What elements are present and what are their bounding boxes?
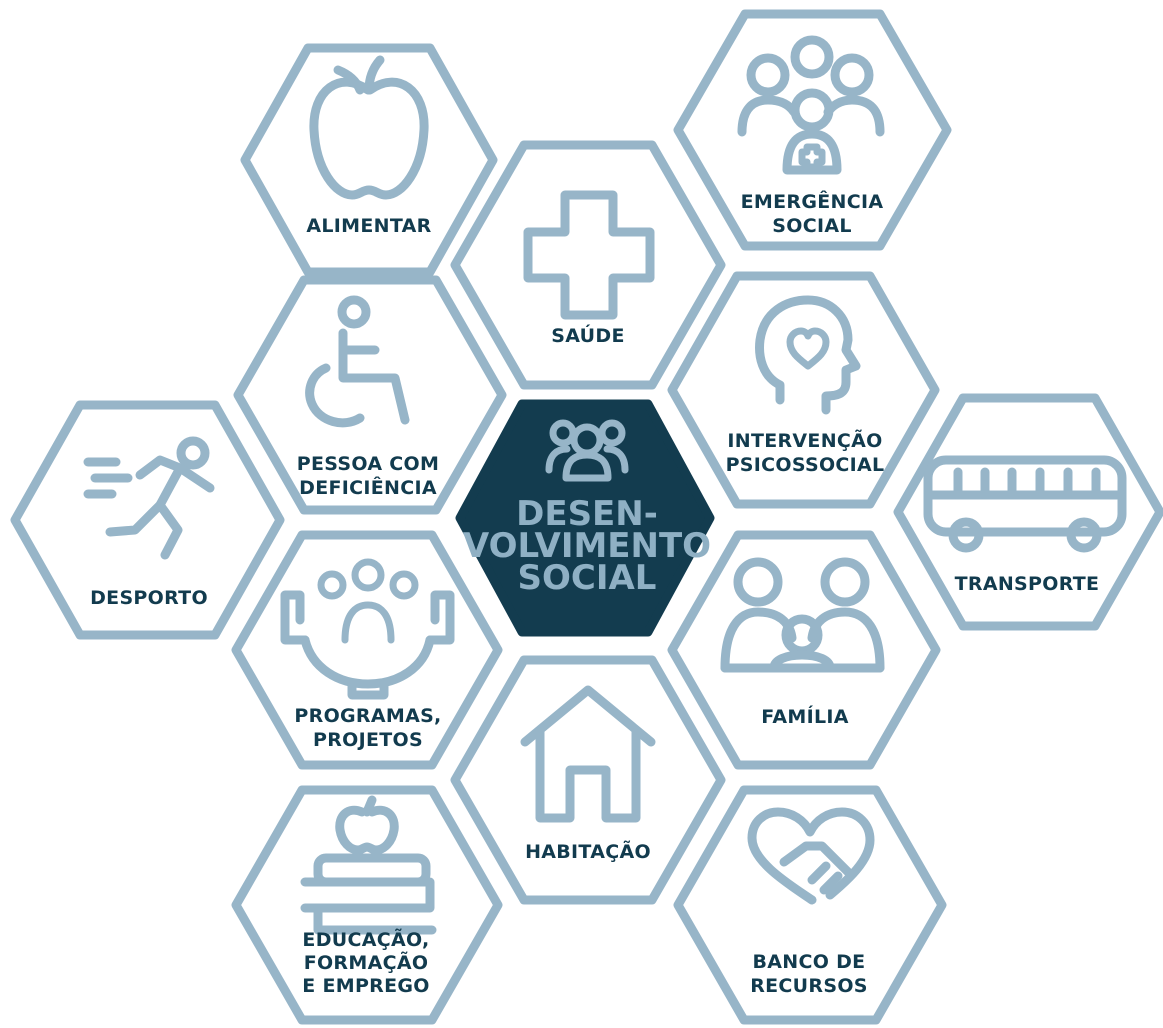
label-transporte: TRANSPORTE [955, 573, 1100, 595]
label-habitacao: HABITAÇÃO [525, 839, 651, 863]
hex-habitacao: HABITAÇÃO [450, 655, 726, 905]
hex-transporte: TRANSPORTE [893, 393, 1163, 631]
bus-icon [923, 455, 1127, 553]
house-icon [520, 685, 656, 823]
wheelchair-icon [305, 295, 410, 428]
hex-saude: SAÚDE [450, 140, 726, 390]
gear-people-icon [280, 558, 455, 700]
hex-alimentar: ALIMENTAR [240, 43, 498, 277]
hex-desporto: DESPORTO [10, 400, 285, 640]
books-apple-icon [300, 795, 437, 935]
label-alimentar: ALIMENTAR [306, 215, 431, 237]
people-medical-icon [737, 35, 885, 175]
apple-icon [309, 55, 429, 200]
head-heart-icon [755, 295, 861, 415]
hex-programas: PROGRAMAS,PROJETOS [231, 530, 503, 770]
hex-familia: FAMÍLIA [667, 530, 941, 770]
label-desporto: DESPORTO [90, 587, 208, 609]
runner-icon [83, 436, 215, 560]
group-icon [545, 419, 629, 482]
family-icon [720, 557, 885, 673]
label-programas: PROGRAMAS,PROJETOS [294, 705, 441, 751]
heart-handshake-icon [747, 807, 875, 905]
plus-cross-icon [523, 190, 655, 320]
label-familia: FAMÍLIA [761, 705, 848, 728]
label-saude: SAÚDE [551, 323, 624, 347]
